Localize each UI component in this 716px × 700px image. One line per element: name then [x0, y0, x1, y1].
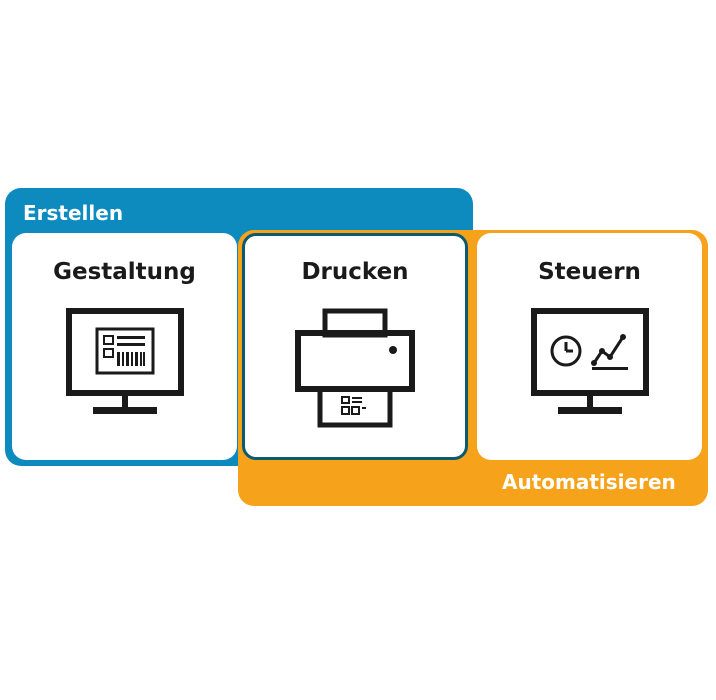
monitor-label-design-icon: [65, 307, 185, 427]
card-design-title: Gestaltung: [53, 259, 196, 285]
automate-group-label: Automatisieren: [502, 470, 676, 494]
monitor-clock-chart-icon: [530, 307, 650, 427]
create-group-label: Erstellen: [23, 201, 124, 225]
card-print-title: Drucken: [301, 259, 409, 285]
card-design: Gestaltung: [12, 233, 237, 460]
card-control: Steuern: [477, 233, 702, 460]
printer-icon: [294, 307, 416, 433]
card-print: Drucken: [242, 233, 468, 460]
card-control-title: Steuern: [538, 259, 641, 285]
